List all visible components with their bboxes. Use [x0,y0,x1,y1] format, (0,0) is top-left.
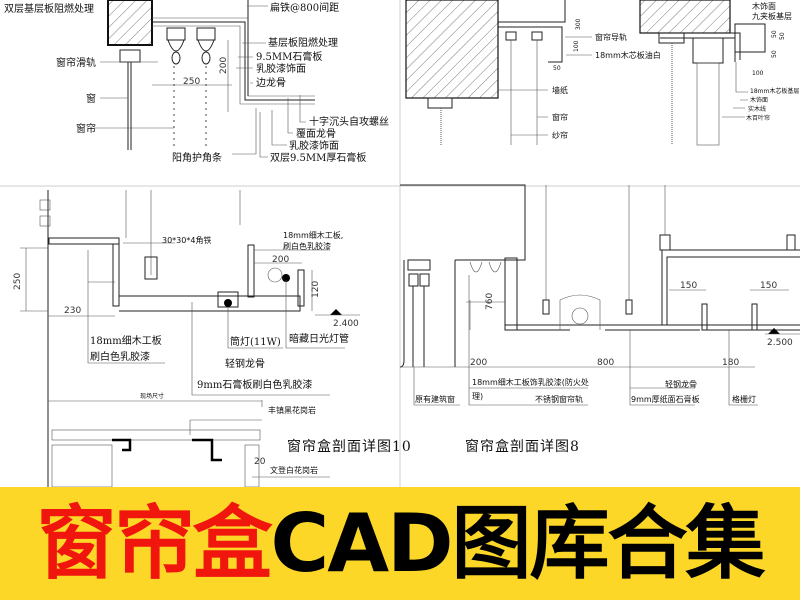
dim-200: 200 [470,358,487,368]
label: 覆面龙骨 [296,127,336,140]
dim-250: 250 [183,77,200,87]
detail-curtain-box-10: 2.400 250 230 200 120 30*30*4角铁 18mm细木工板… [13,190,412,487]
label: 阳角护角条 [172,151,222,164]
detail-curtain-box-8: 2.500 150 150 760 200 800 180 18mm细木工板饰乳… [399,184,800,455]
label: 窗帘导轨 [595,32,627,42]
ceiling-board [152,21,315,101]
dim: 50 [771,30,778,38]
label: 刷白色乳胶漆 [90,350,150,363]
drawing-title-8: 窗帘盒剖面详图8 [465,438,580,455]
elevation-2500: 2.500 [767,338,793,348]
label: 刷白色乳胶漆 [283,241,331,251]
label: 30*30*4角铁 [162,235,211,245]
label: 筒灯(11W) [230,335,281,348]
label: 实木线 [748,105,766,113]
dim-120: 120 [311,281,321,298]
label: 不锈钢窗帘轨 [535,394,583,404]
label: 窗帘滑轨 [56,56,96,69]
curtain-rail-2 [196,27,216,65]
dim-800: 800 [597,358,614,368]
dim: 100 [573,40,580,52]
dim-150: 150 [760,281,777,291]
label: 乳胶漆饰面 [256,62,306,75]
label: 格栅灯 [732,394,756,404]
window-track [119,49,141,63]
wall-section [107,0,153,46]
dim: 50 [779,32,786,40]
label: 双层基层板阻燃处理 [4,2,94,15]
label: 理) [472,392,483,401]
label: 9.5MM石膏板 [256,50,322,63]
dim-200: 200 [272,255,289,265]
dim-150: 150 [680,281,697,291]
dim: 100 [752,70,764,77]
dim-180: 180 [722,358,739,368]
dim-760: 760 [485,293,495,310]
label: 墙纸 [552,85,568,95]
drawing-title-10: 窗帘盒剖面详图10 [287,438,412,455]
dim-20: 20 [254,457,266,467]
label: 边龙骨 [256,76,286,89]
label: 窗 [86,92,96,105]
dim: 300 [575,18,582,30]
label: 轻钢龙骨 [665,379,697,389]
label: 窗帘 [76,122,96,135]
dim: 50 [553,65,561,72]
label: 18mm木芯板油白 [595,50,661,60]
curtain-rail-1 [166,27,186,65]
label: 原有建筑窗 [415,394,455,404]
banner-title-black: CAD图库合集 [270,496,765,590]
dim-230: 230 [64,306,81,316]
label: 窗帘 [552,112,568,122]
label: 暗藏日光灯管 [289,332,349,345]
label: 扁铁@800间距 [270,1,339,14]
dim-200: 200 [219,57,229,74]
detail-top-left: 250 200 双层基层板阻燃处理 扁铁@800间距 基层板阻燃处理 9.5MM… [4,0,389,164]
dim-250: 250 [13,273,23,290]
label: 轻钢龙骨 [225,357,265,370]
label: 18mm细木工板饰乳胶漆(防火处 [472,377,589,387]
label: 木饰面 [750,96,768,104]
dim: 50 [771,50,778,58]
label: 18mm木芯板基层 [750,87,799,95]
label: 木百叶帘 [746,114,770,122]
label: 九夹板基层 [752,11,792,21]
detail-top-right: 300 100 50 窗帘导轨 18mm木芯板油白 墙纸 窗帘 纱帘 100 5… [405,0,799,146]
label: 18mm细木工板 [90,334,162,347]
label: 9mm厚纸面石膏板 [631,394,700,404]
label: 纱帘 [552,130,568,140]
label: 乳胶漆饰面 [289,139,339,152]
label: 十字沉头自攻螺丝 [309,115,389,128]
label: 9mm石膏板刷白色乳胶漆 [197,378,312,391]
label: 18mm细木工板, [283,230,343,240]
wall-section [639,0,731,34]
label: 双层9.5MM厚石膏板 [270,151,366,164]
cad-drawings: 250 200 双层基层板阻燃处理 扁铁@800间距 基层板阻燃处理 9.5MM… [0,0,800,487]
banner-title-red: 窗帘盒 [36,496,272,590]
label: 现场尺寸 [140,392,164,400]
label: 基层板阻燃处理 [268,36,338,49]
label: 文登白花岗岩 [270,465,318,475]
wall-section [405,0,499,99]
label: 木饰面 [752,1,776,11]
label: 丰镇黑花岗岩 [268,405,316,415]
elevation-2400: 2.400 [333,319,359,329]
